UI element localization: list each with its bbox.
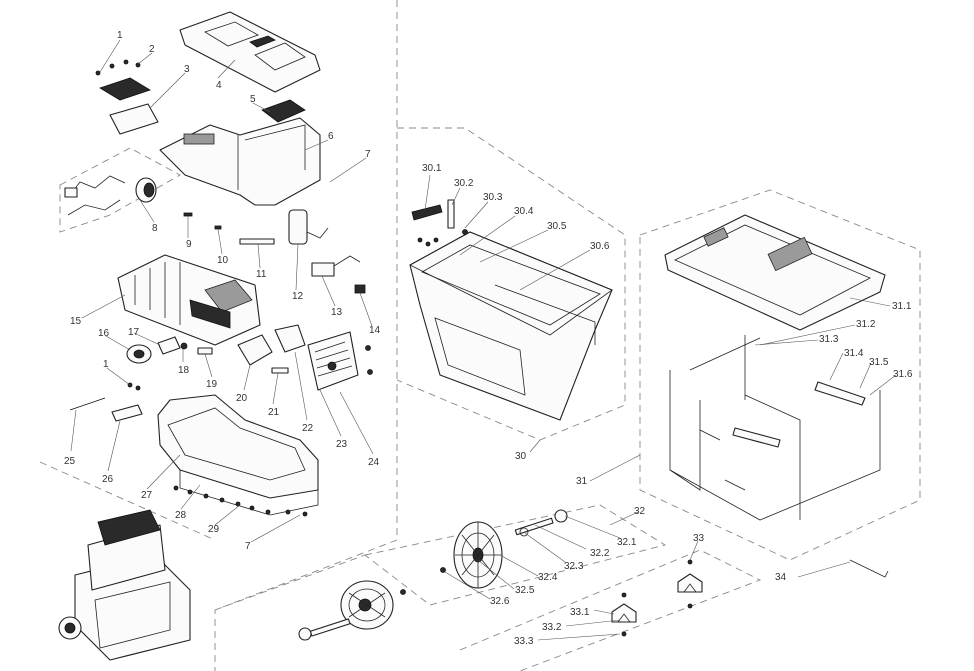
- boundary-cable-kit: [59, 147, 181, 233]
- boundary-assembled: [39, 461, 216, 541]
- label-34: 34: [775, 572, 787, 583]
- part-motor: [117, 254, 261, 346]
- label-31-4: 31.4: [844, 348, 864, 359]
- label-31: 31: [576, 476, 588, 487]
- label-27: 27: [141, 490, 153, 501]
- label-4: 4: [216, 80, 222, 91]
- part-cover-plate: [307, 331, 373, 391]
- part-frame: [664, 214, 886, 521]
- label-22: 22: [302, 423, 314, 434]
- label-31-1: 31.1: [892, 301, 912, 312]
- label-32-4: 32.4: [538, 572, 558, 583]
- part-relay: [311, 255, 366, 294]
- part-base-screws: [173, 485, 308, 517]
- part-capacitor: [288, 209, 329, 245]
- label-33-3: 33.3: [514, 636, 534, 647]
- label-32-5: 32.5: [515, 585, 535, 596]
- boundary-wheel-kit: [363, 504, 667, 606]
- label-31-2: 31.2: [856, 319, 876, 330]
- leader-lines: [70, 39, 897, 641]
- label-31-5: 31.5: [869, 357, 889, 368]
- boundary-frame: [639, 189, 921, 561]
- label-32-3: 32.3: [564, 561, 584, 572]
- label-10: 10: [217, 255, 229, 266]
- group-boundaries: [39, 0, 921, 671]
- label-15: 15: [70, 316, 82, 327]
- label-16: 16: [98, 328, 110, 339]
- assembled-shredder: [58, 509, 191, 661]
- label-2: 2: [149, 44, 155, 55]
- part-collection-box: [409, 199, 613, 421]
- label-19: 19: [206, 379, 218, 390]
- part-feet-kit: [611, 559, 703, 637]
- label-33-2: 33.2: [542, 622, 562, 633]
- label-1: 1: [117, 30, 123, 41]
- label-33: 33: [693, 533, 705, 544]
- part-small-hardware: [183, 212, 275, 245]
- label-21: 21: [268, 407, 280, 418]
- part-upper-housing: [159, 99, 321, 206]
- callout-labels: 1 2 3 4 5 6 7 8 9 10 11 12 13 14 15 16 1…: [64, 30, 913, 647]
- label-14: 14: [369, 325, 381, 336]
- label-31-6: 31.6: [893, 369, 913, 380]
- label-5: 5: [250, 94, 256, 105]
- label-12: 12: [292, 291, 304, 302]
- label-32-1: 32.1: [617, 537, 637, 548]
- label-30-5: 30.5: [547, 221, 567, 232]
- part-top-cover: [179, 11, 321, 93]
- part-base: [157, 394, 319, 516]
- label-6: 6: [328, 131, 334, 142]
- boundary-main-unit: [214, 0, 398, 671]
- label-28: 28: [175, 510, 187, 521]
- label-30-2: 30.2: [454, 178, 474, 189]
- label-30-1: 30.1: [422, 163, 442, 174]
- label-32-2: 32.2: [590, 548, 610, 559]
- label-11: 11: [256, 269, 267, 280]
- label-23: 23: [336, 439, 348, 450]
- label-18: 18: [178, 365, 190, 376]
- label-30-4: 30.4: [514, 206, 534, 217]
- boundary-feet-kit: [459, 549, 762, 671]
- label-30: 30: [515, 451, 527, 462]
- label-1b: 1: [103, 359, 109, 370]
- label-24: 24: [368, 457, 380, 468]
- label-20: 20: [236, 393, 248, 404]
- label-31-3: 31.3: [819, 334, 839, 345]
- label-9: 9: [186, 239, 192, 250]
- label-17: 17: [128, 327, 140, 338]
- label-7b: 7: [245, 541, 251, 552]
- part-cutter-components: [126, 324, 306, 374]
- label-8: 8: [152, 223, 158, 234]
- part-hex-key: [849, 559, 889, 578]
- label-3: 3: [184, 64, 190, 75]
- label-29: 29: [208, 524, 220, 535]
- label-33-1: 33.1: [570, 607, 590, 618]
- boundary-link: [214, 554, 366, 611]
- label-32: 32: [634, 506, 646, 517]
- part-tool-bracket: [69, 382, 143, 422]
- label-7: 7: [365, 149, 371, 160]
- part-wheel-kit: [298, 509, 568, 641]
- part-switch-assembly: [95, 59, 159, 135]
- part-cable-kit: [64, 175, 157, 216]
- label-25: 25: [64, 456, 76, 467]
- label-13: 13: [331, 307, 343, 318]
- label-30-6: 30.6: [590, 241, 610, 252]
- label-32-6: 32.6: [490, 596, 510, 607]
- label-26: 26: [102, 474, 114, 485]
- label-30-3: 30.3: [483, 192, 503, 203]
